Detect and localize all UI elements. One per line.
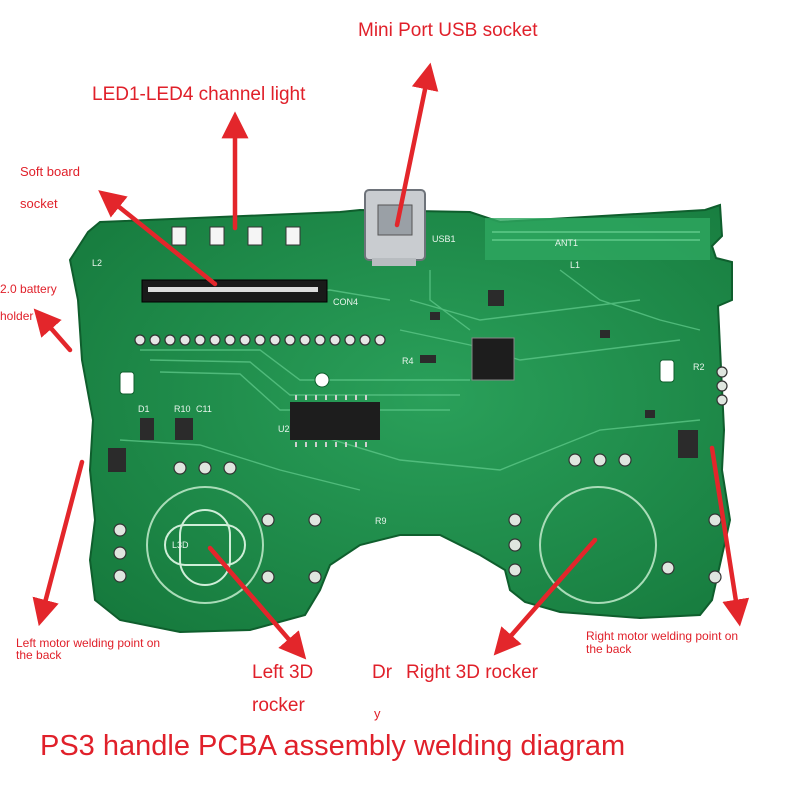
label-left-motor-1: Left motor welding point on	[16, 636, 161, 650]
silk-u2: U2	[278, 424, 290, 434]
silk-r9: R9	[375, 516, 387, 526]
silk-l1: L1	[570, 260, 580, 270]
label-left-rocker-2: rocker	[252, 695, 305, 716]
pcb-traces	[119, 269, 701, 491]
silk-l2: L2	[92, 258, 102, 268]
label-led-channel: LED1-LED4 channel light	[92, 84, 306, 105]
pin-header-row	[134, 334, 386, 346]
label-right-motor-1: Right motor welding point on	[586, 629, 739, 643]
silk-con4: CON4	[333, 297, 358, 307]
silk-r10: R10	[174, 404, 191, 414]
pcb-board	[68, 203, 733, 634]
usb-socket	[364, 189, 426, 266]
silk-c11: C11	[196, 404, 212, 414]
silk-d1: D1	[138, 404, 150, 414]
diagram-title: PS3 handle PCBA assembly welding diagram	[40, 730, 626, 762]
label-dry-1: Dr	[372, 662, 393, 683]
solder-pads	[113, 366, 728, 584]
ic-u2	[290, 402, 380, 440]
mcu-chip	[471, 337, 515, 381]
silk-r4: R4	[402, 356, 414, 366]
led-channel-lights	[171, 226, 301, 246]
arrow-right-motor	[709, 445, 750, 627]
smd-components	[108, 290, 698, 472]
right-rocker-pad	[539, 486, 657, 604]
antenna-area	[485, 218, 710, 260]
arrow-left-motor	[32, 459, 85, 627]
label-soft-board-2: socket	[20, 196, 58, 211]
label-left-motor-2: the back	[16, 648, 62, 662]
label-usb-socket: Mini Port USB socket	[358, 20, 538, 41]
silk-r2: R2	[693, 362, 705, 372]
silk-usb1: USB1	[432, 234, 456, 244]
arrow-right-rocker	[493, 537, 598, 656]
label-battery-1: 2.0 battery	[0, 282, 57, 296]
silk-ant1: ANT1	[555, 238, 578, 248]
label-right-motor-2: the back	[586, 642, 632, 656]
connector-pins	[148, 287, 318, 292]
label-dry-2: y	[374, 706, 381, 721]
silk-l3d: L3D	[172, 540, 189, 550]
label-left-rocker-1: Left 3D	[252, 662, 314, 683]
left-rocker-pad	[146, 486, 264, 604]
label-soft-board-1: Soft board	[20, 164, 80, 179]
arrow-left-rocker	[207, 545, 307, 660]
arrow-battery	[33, 308, 73, 353]
mounting-holes	[119, 359, 675, 395]
arrow-usb	[394, 62, 439, 228]
arrow-soft-board	[98, 190, 218, 287]
label-right-rocker: Right 3D rocker	[406, 662, 538, 683]
label-battery-2: holder	[0, 309, 34, 323]
